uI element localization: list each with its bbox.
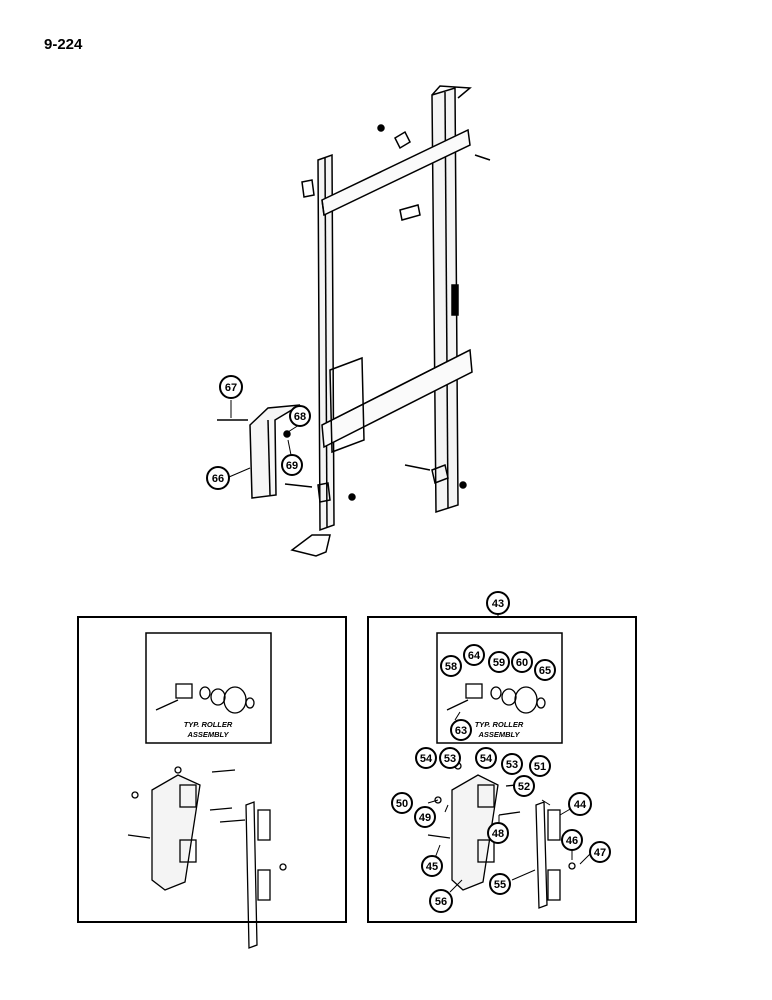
callout-65: 65 — [534, 659, 556, 681]
svg-text:54: 54 — [420, 753, 433, 765]
callout-68: 68 — [289, 405, 311, 427]
svg-text:56: 56 — [435, 896, 447, 908]
callout-55: 55 — [489, 873, 511, 895]
svg-text:47: 47 — [594, 847, 606, 859]
svg-text:67: 67 — [225, 382, 237, 394]
callout-46: 46 — [561, 829, 583, 851]
callout-50: 50 — [391, 792, 413, 814]
svg-text:59: 59 — [493, 657, 505, 669]
callout-51: 51 — [529, 755, 551, 777]
callout-56: 56 — [429, 889, 453, 913]
svg-text:60: 60 — [516, 657, 528, 669]
svg-text:69: 69 — [286, 460, 298, 472]
left-caption-line1: TYP. ROLLER — [184, 720, 233, 729]
right-caption-line2: ASSEMBLY — [477, 730, 520, 739]
frame-assembly — [217, 85, 491, 557]
callout-48: 48 — [487, 822, 509, 844]
svg-text:52: 52 — [518, 781, 530, 793]
callout-47: 47 — [589, 841, 611, 863]
callout-58: 58 — [440, 655, 462, 677]
callout-59: 59 — [488, 651, 510, 673]
callout-60: 60 — [511, 651, 533, 673]
callout-49: 49 — [414, 806, 436, 828]
svg-text:64: 64 — [468, 650, 481, 662]
callout-54a: 54 — [415, 747, 437, 769]
page-number: 9-224 — [44, 36, 83, 53]
svg-text:50: 50 — [396, 798, 408, 810]
callout-54b: 54 — [475, 747, 497, 769]
callout-63: 63 — [450, 719, 472, 741]
callout-69: 69 — [281, 454, 303, 476]
svg-text:63: 63 — [455, 725, 467, 737]
left-detail-box — [77, 616, 347, 923]
callout-44: 44 — [568, 792, 592, 816]
left-roller-assembly — [155, 683, 255, 714]
left-caption-line2: ASSEMBLY — [186, 730, 229, 739]
left-roller-inset — [145, 632, 272, 744]
svg-text:55: 55 — [494, 879, 506, 891]
right-roller-assembly — [446, 683, 546, 714]
right-detail-box — [367, 616, 637, 923]
svg-text:54: 54 — [480, 753, 493, 765]
svg-text:66: 66 — [212, 473, 224, 485]
callout-53b: 53 — [501, 753, 523, 775]
leader-lines — [228, 400, 591, 893]
svg-text:68: 68 — [294, 411, 306, 423]
svg-text:43: 43 — [492, 598, 504, 610]
right-caption-line1: TYP. ROLLER — [475, 720, 524, 729]
svg-text:51: 51 — [534, 761, 546, 773]
callout-53a: 53 — [439, 747, 461, 769]
callout-45: 45 — [421, 855, 443, 877]
svg-text:53: 53 — [444, 753, 456, 765]
svg-text:65: 65 — [539, 665, 551, 677]
callout-52: 52 — [513, 775, 535, 797]
svg-text:46: 46 — [566, 835, 578, 847]
right-roller-inset — [436, 632, 563, 744]
callout-67: 67 — [219, 375, 243, 399]
callout-66: 66 — [206, 466, 230, 490]
svg-text:58: 58 — [445, 661, 457, 673]
svg-text:49: 49 — [419, 812, 431, 824]
svg-text:45: 45 — [426, 861, 438, 873]
left-bracket-assembly — [127, 766, 287, 949]
svg-text:44: 44 — [574, 799, 587, 811]
svg-text:53: 53 — [506, 759, 518, 771]
callout-64: 64 — [463, 644, 485, 666]
svg-text:48: 48 — [492, 828, 504, 840]
callout-43: 43 — [486, 591, 510, 615]
